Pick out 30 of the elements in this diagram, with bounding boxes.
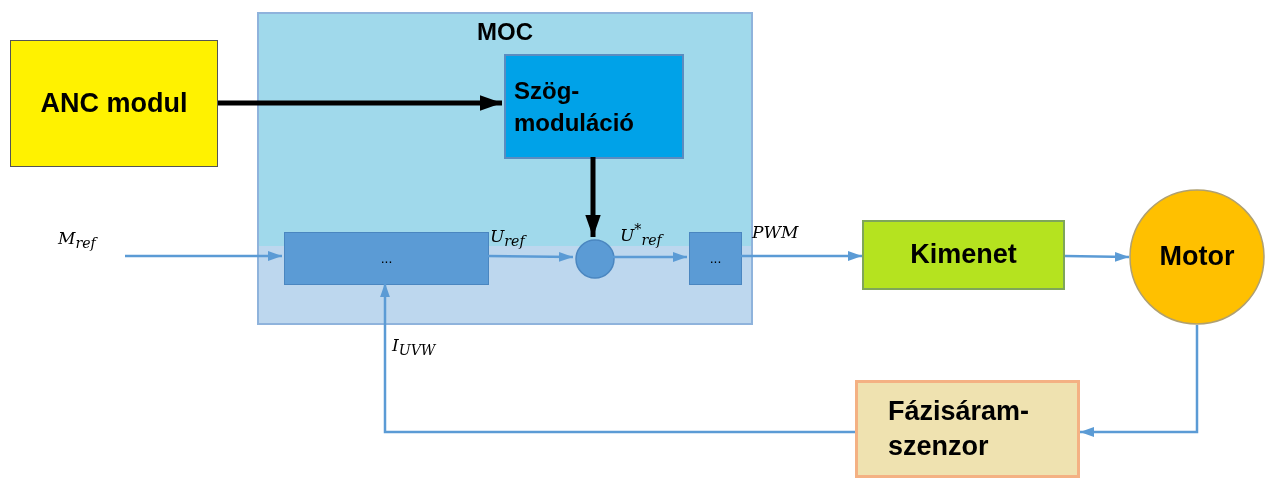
process-block <box>284 232 489 285</box>
node-label: ... <box>709 249 722 268</box>
arrow <box>740 251 862 261</box>
arrow <box>1064 251 1130 262</box>
panel-title: MOC <box>477 17 533 47</box>
output-box <box>862 220 1065 290</box>
edge-label: I$_{UVW}$ <box>392 335 436 359</box>
summing-junction <box>575 239 615 279</box>
node-label: Kimenet <box>910 238 1017 272</box>
arrow <box>380 283 855 434</box>
sensor-box <box>855 380 1080 478</box>
edge-label: M$_{ref}$ <box>58 228 96 252</box>
node-label: ANC modul <box>40 86 188 120</box>
arrow <box>218 95 502 111</box>
module-box <box>10 40 218 167</box>
arrow <box>1080 325 1199 437</box>
modulation-box <box>504 54 684 159</box>
process-block <box>689 232 742 285</box>
edge-label: PWM <box>752 222 799 242</box>
arrow <box>585 157 601 237</box>
arrow <box>125 251 282 261</box>
node-label: Fázisáram- szenzor <box>888 394 1031 463</box>
moc-panel <box>257 12 753 325</box>
motor-circle <box>1129 189 1265 325</box>
edge-label: U$_{ref}$ <box>490 226 525 250</box>
node-label: Motor <box>1159 240 1235 274</box>
arrow <box>487 251 573 262</box>
node-label: Szög- moduláció <box>514 76 635 138</box>
arrow <box>613 252 687 262</box>
node-label: ... <box>380 249 393 268</box>
